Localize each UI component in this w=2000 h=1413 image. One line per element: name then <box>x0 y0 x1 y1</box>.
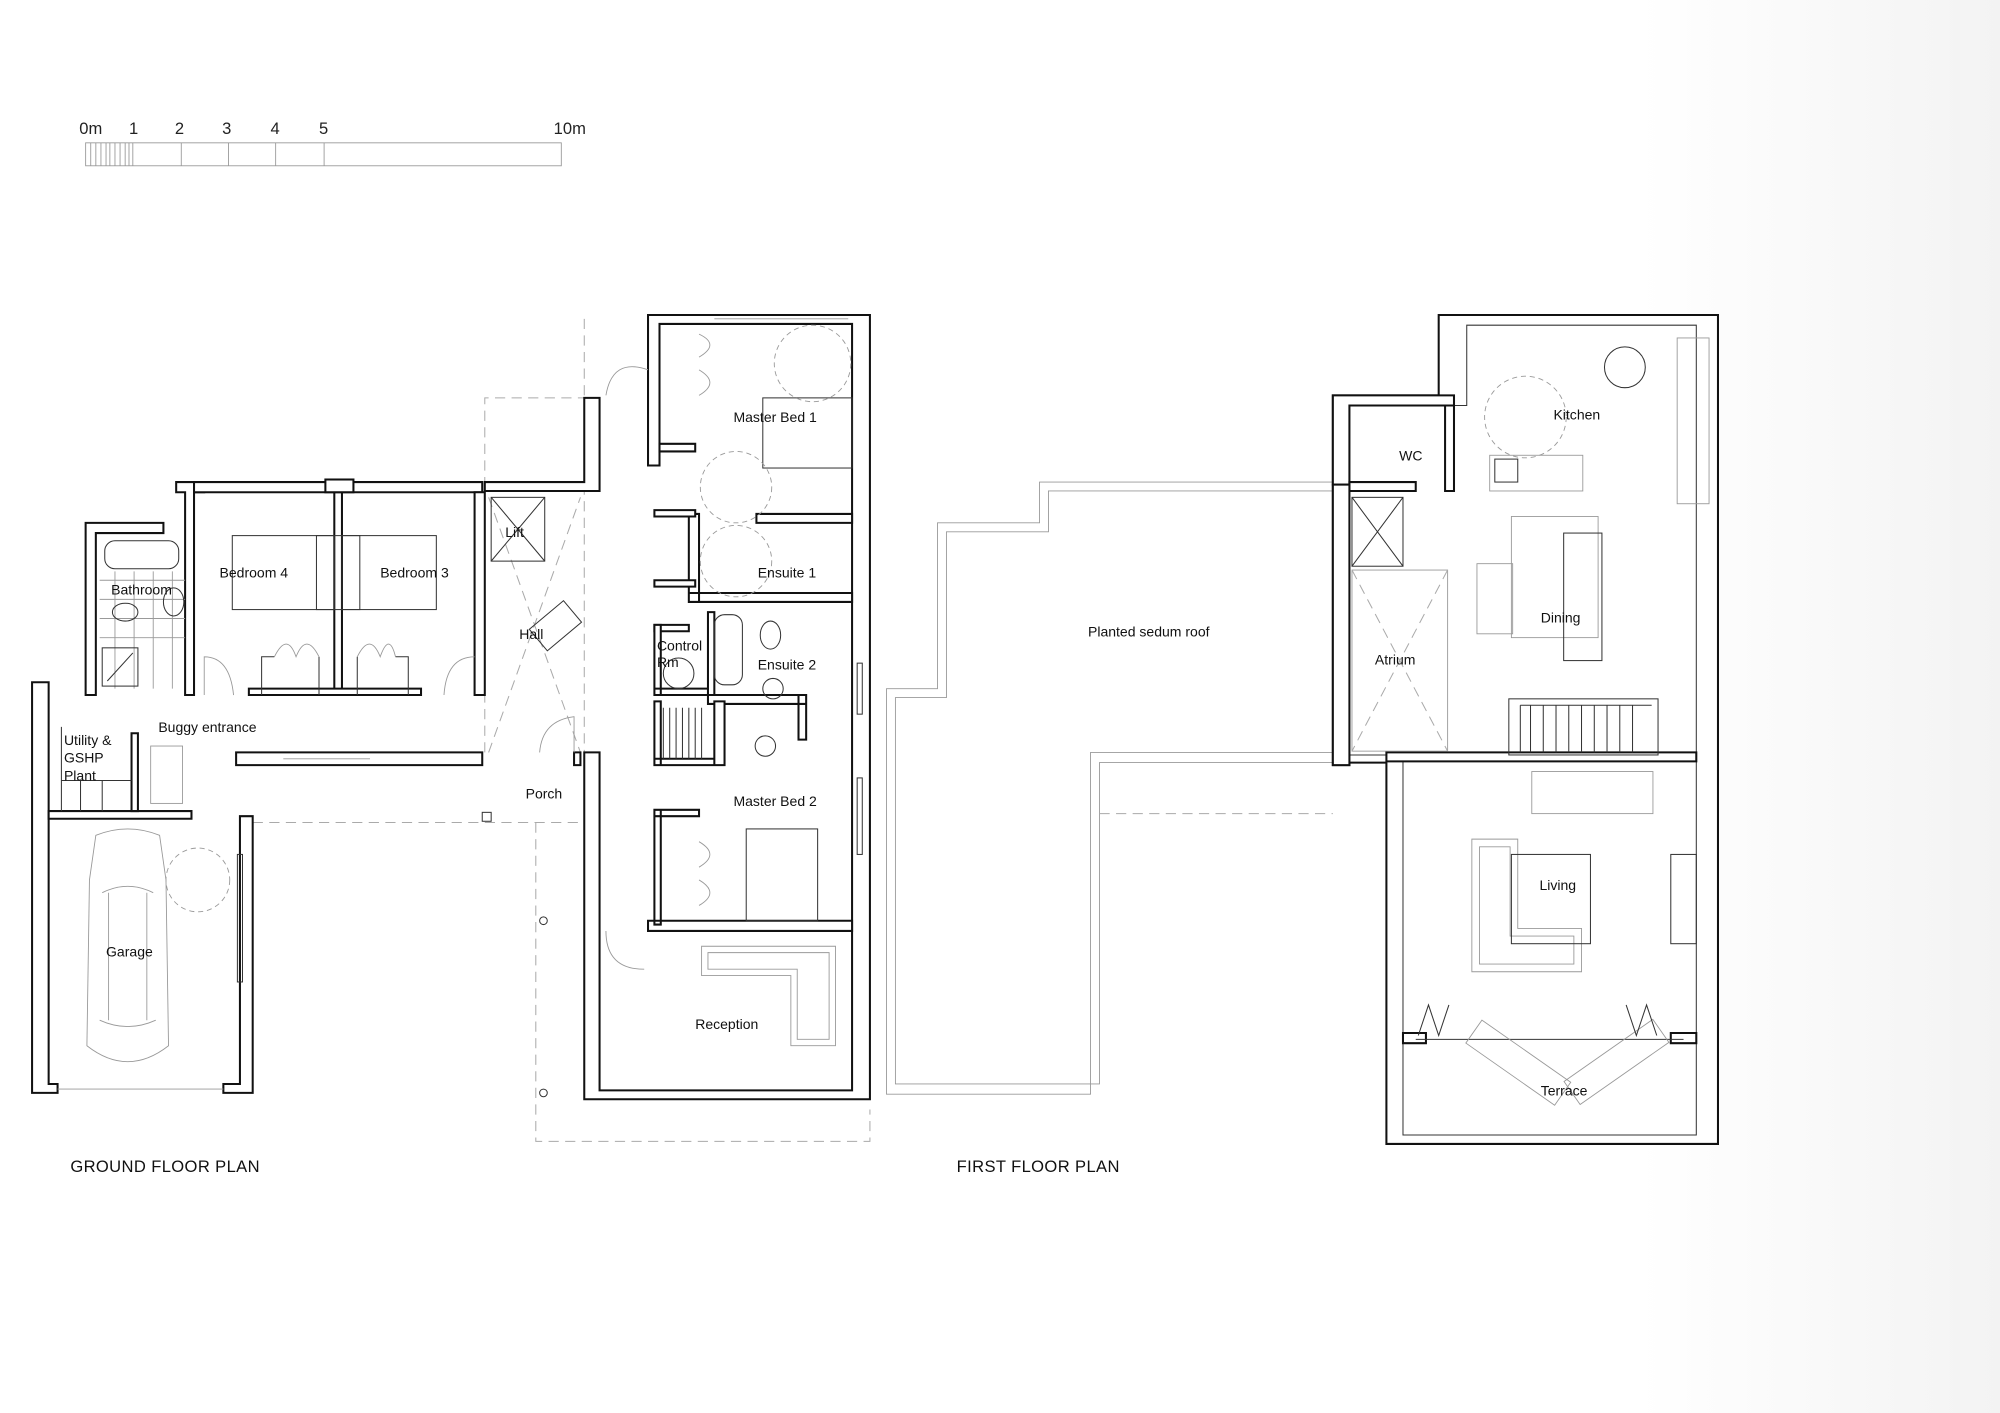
first-floor-title: FIRST FLOOR PLAN <box>957 1157 1120 1176</box>
ground-floor-title: GROUND FLOOR PLAN <box>70 1157 260 1176</box>
sedum-roof <box>886 481 1333 1095</box>
scale-label-1: 1 <box>129 119 138 138</box>
scale-label-5: 5 <box>319 119 328 138</box>
label-control: Control <box>657 637 702 653</box>
lift <box>483 396 601 652</box>
room-labels: Bathroom Bedroom 4 Bedroom 3 Lift Hall U… <box>64 407 1600 1176</box>
scale-label-0: 0m <box>79 119 102 138</box>
label-dining: Dining <box>1541 609 1581 625</box>
label-bathroom: Bathroom <box>111 581 172 597</box>
label-plant: Plant <box>64 767 96 783</box>
label-garage: Garage <box>106 943 153 959</box>
east-block <box>583 313 871 1101</box>
label-lift: Lift <box>505 524 524 540</box>
scale-bar: 0m 1 2 3 4 5 10m <box>79 119 586 167</box>
garage <box>31 681 254 1094</box>
label-bedroom-3: Bedroom 3 <box>380 565 449 581</box>
label-kitchen: Kitchen <box>1553 407 1600 423</box>
label-hall: Hall <box>519 626 543 642</box>
bedrooms-3-4 <box>193 478 486 697</box>
label-porch: Porch <box>526 785 563 801</box>
label-bedroom-4: Bedroom 4 <box>220 565 289 581</box>
label-atrium: Atrium <box>1375 651 1416 667</box>
label-reception: Reception <box>695 1016 758 1032</box>
label-gshp: GSHP <box>64 750 104 766</box>
first-floor-plan <box>886 313 1719 1145</box>
scale-label-10: 10m <box>554 119 586 138</box>
label-rm: Rm <box>657 654 679 670</box>
label-master-bed-1: Master Bed 1 <box>733 409 817 425</box>
scale-label-3: 3 <box>222 119 231 138</box>
label-utility: Utility & <box>64 732 112 748</box>
ground-floor-plan <box>31 313 871 1142</box>
label-wc: WC <box>1399 447 1422 463</box>
label-master-bed-2: Master Bed 2 <box>733 793 817 809</box>
first-floor-walls <box>1331 313 1719 1145</box>
label-terrace: Terrace <box>1541 1082 1588 1098</box>
label-living: Living <box>1539 877 1576 893</box>
label-sedum-roof: Planted sedum roof <box>1088 623 1210 639</box>
label-ensuite-2: Ensuite 2 <box>758 657 817 673</box>
label-ensuite-1: Ensuite 1 <box>758 565 817 581</box>
label-buggy-entrance: Buggy entrance <box>158 719 256 735</box>
scale-label-2: 2 <box>175 119 184 138</box>
scale-label-4: 4 <box>271 119 280 138</box>
